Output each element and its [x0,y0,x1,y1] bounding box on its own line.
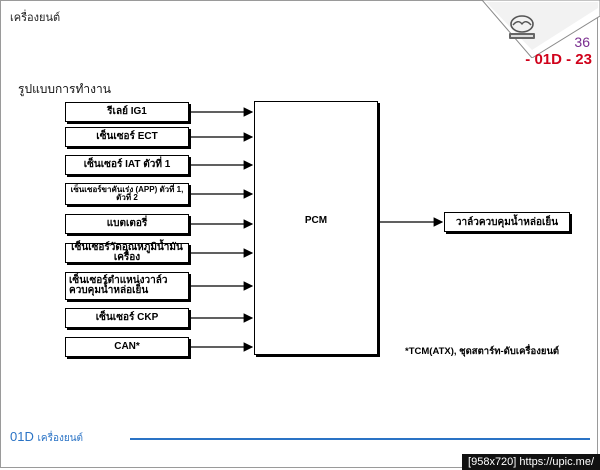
page-code: - 01D - 23 [525,51,592,68]
watermark: [958x720] https://upic.me/ [462,454,600,470]
footnote: *TCM(ATX), ชุดสตาร์ท-ดับเครื่องยนต์ [405,346,560,357]
input-box-oil-temp-sensor: เซ็นเซอร์วัดอุณหภูมิน้ำมันเครื่อง [65,242,189,263]
input-box-ig1-relay: รีเลย์ IG1 [65,102,189,122]
input-box-iat-sensor: เซ็นเซอร์ IAT ตัวที่ 1 [65,155,189,175]
input-box-coolant-valve-position-sensor: เซ็นเซอร์ตำแหน่งวาล์วควบคุมน้ำหล่อเย็น [65,272,189,300]
mazda-logo-icon [510,15,534,33]
input-box-app-sensor: เซ็นเซอร์ขาคันเร่ง (APP) ตัวที่ 1, ตัวที… [65,183,189,205]
header-title: เครื่องยนต์ [10,12,61,24]
pcm-label: PCM [304,214,328,226]
footer-code: 01D [10,429,34,444]
mazda-wordmark-icon [509,33,535,39]
footer-title: เครื่องยนต์ [37,433,84,444]
input-box-ckp-sensor: เซ็นเซอร์ CKP [65,308,189,328]
section-title: รูปแบบการทำงาน [18,82,111,96]
input-box-ect-sensor: เซ็นเซอร์ ECT [65,127,189,147]
input-box-can: CAN* [65,337,189,357]
footer-rule [130,438,590,440]
page-number: 36 [574,34,590,50]
input-box-battery: แบตเตอรี่ [65,214,189,234]
mazda-logo-band [481,0,600,58]
output-box-coolant-control-valve: วาล์วควบคุมน้ำหล่อเย็น [444,212,570,232]
footer-section: 01D เครื่องยนต์ [10,429,83,446]
pcm-controller-box: PCM [254,101,378,355]
